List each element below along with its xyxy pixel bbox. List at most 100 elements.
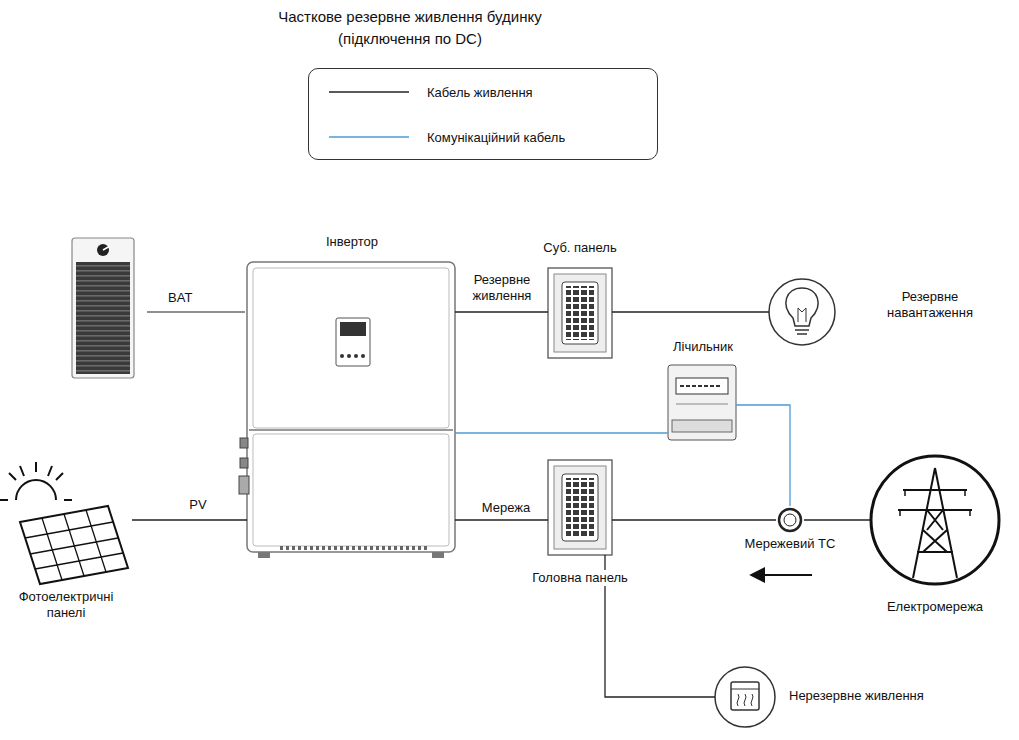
node-label: Фотоелектричні панелі xyxy=(0,589,132,621)
node-label: Суб. панель xyxy=(523,240,637,256)
pv-icon xyxy=(0,462,128,584)
communication-cable xyxy=(736,405,790,506)
meter-icon xyxy=(668,365,736,440)
legend-sample-line xyxy=(329,90,409,94)
legend-row: Комунікаційний кабель xyxy=(329,127,565,147)
icon-stroke xyxy=(340,322,366,336)
icon-stroke xyxy=(240,438,248,448)
non-backup-load-node: Нерезервне живлення xyxy=(715,667,775,727)
icon-stroke xyxy=(779,509,801,531)
legend-text: Кабель живлення xyxy=(427,85,533,100)
icon-stroke xyxy=(566,286,594,340)
icon-stroke xyxy=(76,262,130,374)
oven-icon xyxy=(715,667,775,727)
cable-label: PV xyxy=(178,497,218,513)
legend-sample-line xyxy=(329,135,409,139)
grid-ct-node: Мережевий ТС xyxy=(776,506,804,534)
battery-icon xyxy=(72,238,134,378)
icon-stroke xyxy=(280,546,430,550)
ct-icon xyxy=(779,509,801,531)
icon-stroke xyxy=(554,274,606,352)
icon-stroke xyxy=(347,354,351,358)
icon-stroke xyxy=(676,404,728,405)
icon-stroke xyxy=(253,268,449,428)
communication-cable xyxy=(455,432,668,433)
icon-stroke xyxy=(240,458,248,468)
node-label: Головна панель xyxy=(516,570,644,586)
utility-grid-node: Електромережа xyxy=(870,455,1000,585)
icon-stroke xyxy=(898,468,972,578)
power-cable xyxy=(804,519,870,520)
power-cable xyxy=(612,311,769,312)
meter-node: Лічильник xyxy=(668,365,736,440)
sub-panel-node: Суб. панель xyxy=(548,268,612,358)
inverter-node: Інвертор xyxy=(247,262,455,555)
icon-stroke xyxy=(562,282,598,344)
power-cable xyxy=(132,519,247,520)
icon-stroke xyxy=(239,476,249,494)
icon-stroke xyxy=(72,238,134,378)
node-label: Резервне навантаження xyxy=(875,289,985,321)
legend-row: Кабель живлення xyxy=(329,82,533,102)
legend-box: Кабель живленняКомунікаційний кабель xyxy=(308,68,658,160)
icon-stroke xyxy=(247,262,455,552)
flow-arrow xyxy=(762,574,812,576)
battery-cable xyxy=(147,311,245,312)
legend-text: Комунікаційний кабель xyxy=(427,130,565,145)
node-label: Мережевий ТС xyxy=(730,536,850,552)
icon-stroke xyxy=(76,262,130,374)
node-label: Лічильник xyxy=(658,339,748,355)
icon-stroke xyxy=(900,490,970,516)
icon-stroke xyxy=(554,466,606,549)
grid-icon xyxy=(871,456,999,584)
icon-stroke xyxy=(354,354,358,358)
power-cable xyxy=(612,519,776,520)
backup-load-node: Резервне навантаження xyxy=(769,279,835,345)
icon-stroke xyxy=(97,244,109,256)
icon-stroke xyxy=(103,246,110,250)
icon-stroke xyxy=(258,552,270,558)
icon-stroke xyxy=(432,552,444,558)
icon-stroke xyxy=(784,514,796,526)
icon-stroke xyxy=(769,279,835,345)
pv-panels-node: Фотоелектричні панелі xyxy=(0,455,132,585)
icon-stroke xyxy=(0,462,72,500)
icon-stroke xyxy=(249,429,453,431)
main-panel-icon xyxy=(548,460,612,555)
icon-stroke xyxy=(795,329,809,331)
sub-panel-icon xyxy=(548,268,612,358)
icon-stroke xyxy=(680,385,720,387)
cable-label: BAT xyxy=(168,290,192,306)
cable-label: Мережа xyxy=(466,500,546,516)
icon-stroke xyxy=(731,689,759,690)
icon-stroke xyxy=(253,434,449,546)
icon-stroke xyxy=(737,694,753,706)
bulb-icon xyxy=(769,279,835,345)
inverter-icon xyxy=(239,262,455,558)
icon-stroke xyxy=(566,478,594,537)
main-panel-node: Головна панель xyxy=(548,460,612,555)
icon-stroke xyxy=(731,682,759,710)
icon-stroke xyxy=(20,506,128,584)
node-label: Електромережа xyxy=(870,599,1000,615)
icon-stroke xyxy=(798,308,806,322)
power-cable xyxy=(455,311,548,312)
icon-stroke xyxy=(562,474,598,541)
icon-stroke xyxy=(548,460,612,555)
icon-stroke xyxy=(871,456,999,584)
icon-stroke xyxy=(336,318,370,366)
icon-stroke xyxy=(797,333,807,335)
node-label: Інвертор xyxy=(317,234,387,250)
icon-stroke xyxy=(25,510,123,580)
power-cable xyxy=(455,519,548,520)
node-label: Нерезервне живлення xyxy=(789,688,989,704)
icon-stroke xyxy=(672,420,732,432)
icon-stroke xyxy=(361,354,365,358)
icon-stroke xyxy=(668,365,736,440)
icon-stroke xyxy=(340,354,344,358)
icon-stroke xyxy=(16,480,56,500)
icon-stroke xyxy=(715,667,775,727)
diagram-title: Часткове резервне живлення будинку (підк… xyxy=(260,6,560,50)
